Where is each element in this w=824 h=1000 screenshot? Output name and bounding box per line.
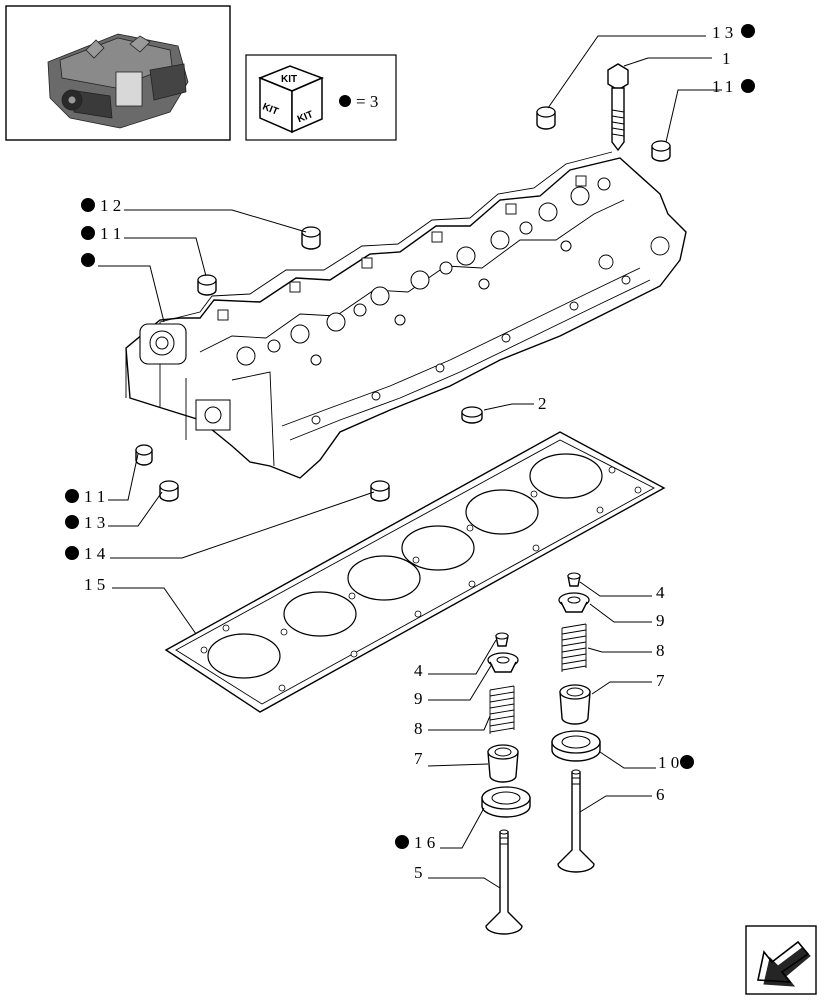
kit-cube-icon: KIT KIT KIT <box>257 65 325 134</box>
valve-spring-8-left <box>489 685 515 734</box>
bullet-16-icon <box>395 835 409 849</box>
valve-spring-8-right <box>561 623 587 672</box>
label-7-left: 7 <box>414 749 423 768</box>
kit-bullet-markers <box>65 24 755 849</box>
bullet-10-icon <box>680 755 694 769</box>
valve-seat-16-left <box>481 786 531 818</box>
plug-13-top <box>536 106 556 130</box>
bullet-head-icon <box>81 253 95 267</box>
label-8-right: 8 <box>656 641 665 660</box>
kit-legend: KIT KIT KIT = 3 <box>245 54 397 141</box>
label-2: 2 <box>538 394 547 413</box>
bullet-14-icon <box>65 546 79 560</box>
label-13-lower: 1 3 <box>84 513 105 532</box>
bullet-11-lower-icon <box>65 489 79 503</box>
kit-bullet-icon <box>339 95 351 107</box>
label-9-left: 9 <box>414 689 423 708</box>
head-bolt-1 <box>607 63 629 152</box>
label-5: 5 <box>414 863 423 882</box>
engine-thumbnail-icon[interactable] <box>5 5 231 141</box>
valve-5-left <box>485 829 523 935</box>
label-1: 1 <box>722 49 731 68</box>
cylinder-head-gasket <box>164 431 666 713</box>
label-8-left: 8 <box>414 719 423 738</box>
label-9-right: 9 <box>656 611 665 630</box>
valve-seat-10-right <box>551 730 601 762</box>
bullet-11-top-icon <box>741 79 755 93</box>
label-15: 1 5 <box>84 575 105 594</box>
label-13-top: 1 3 <box>712 23 733 42</box>
valve-seal-7-left <box>487 744 519 783</box>
label-11-lower: 1 1 <box>84 487 105 506</box>
valve-keeper-4-left <box>495 632 509 647</box>
label-7-right: 7 <box>656 671 665 690</box>
valve-assembly-left <box>481 632 531 935</box>
label-11-top: 1 1 <box>712 77 733 96</box>
kit-top-text: KIT <box>281 74 297 85</box>
label-11-left: 1 1 <box>100 224 121 243</box>
bullet-13-top-icon <box>741 24 755 38</box>
bullet-13-lower-icon <box>65 515 79 529</box>
spring-retainer-9-left <box>487 652 519 673</box>
plug-14 <box>370 480 390 502</box>
plug-11-lower <box>135 444 153 466</box>
bullet-11-left-icon <box>81 226 95 240</box>
label-16: 1 6 <box>414 833 435 852</box>
dowel-2 <box>461 406 483 424</box>
plug-11-top <box>651 140 671 162</box>
bullet-12-icon <box>81 198 95 212</box>
label-10: 1 0 <box>658 753 679 772</box>
label-14: 1 4 <box>84 544 106 563</box>
label-4-right: 4 <box>656 583 665 602</box>
valve-seal-7-right <box>559 684 591 725</box>
spring-retainer-9-right <box>558 592 590 613</box>
valve-6-right <box>557 769 595 873</box>
arrow-icon[interactable] <box>745 925 817 995</box>
label-4-left: 4 <box>414 661 423 680</box>
callout-labels: 1 3 1 1 1 1 2 1 1 2 1 1 1 3 1 4 1 5 4 9 … <box>84 23 733 882</box>
plug-13-lower <box>159 480 179 502</box>
label-12: 1 2 <box>100 196 121 215</box>
cylinder-head <box>125 151 687 479</box>
label-6: 6 <box>656 785 665 804</box>
leader-lines <box>98 35 722 889</box>
plug-12 <box>301 226 321 250</box>
kit-equals-text: = 3 <box>356 92 378 111</box>
plug-11-left <box>197 274 217 296</box>
valve-keeper-4-right <box>567 572 581 587</box>
valve-assembly-right <box>551 572 601 873</box>
